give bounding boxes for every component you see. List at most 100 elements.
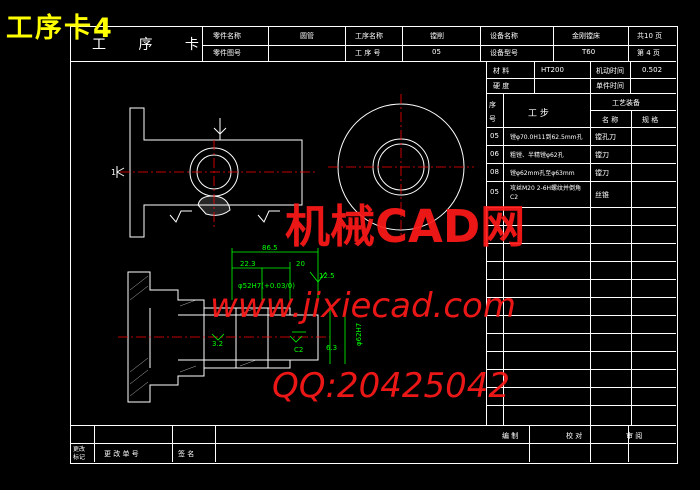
footer-col [215,425,216,462]
step-row-line [486,181,676,182]
material-col-a [534,61,535,93]
step-no: 06 [490,150,499,158]
steps-name-col: 名 称 [602,116,619,124]
dimension-lines [211,248,346,364]
step-row-line [486,261,676,262]
material-col-b [590,61,591,93]
equipment-model-label: 设备型号 [490,49,518,57]
review-label: 审 阅 [626,432,643,440]
step-row-line [486,145,676,146]
end-view-centerlines [328,94,474,240]
step-tool: 丝锥 [595,191,609,199]
footer-col [590,425,591,462]
side-view [129,107,303,238]
step-row-line [486,333,676,334]
card-title: 工 序 卡 [92,37,213,53]
watermark-url: www.jixiecad.com [210,286,516,326]
step-tool: 镗刀 [595,151,609,159]
header-col-3 [345,26,346,61]
footer-col [529,425,530,462]
equipment-model-value: T60 [582,48,596,56]
step-row-line [486,405,676,406]
check-label: 校 对 [566,432,583,440]
header-bottom-line [70,61,676,62]
steps-header-bottom [486,127,676,128]
step-row-line [486,315,676,316]
section-view [127,271,319,403]
step-no: 08 [490,168,499,176]
section-hatching [129,275,257,397]
dimension-texts: 86.5 22.3 20 φ52H7(+0.03/0) 6.3 3.2 12.5… [212,244,363,354]
header-col-7 [628,26,629,61]
step-desc: 镗φ70.0H11到62.5mm孔 [510,134,583,141]
material-col-c [630,61,631,93]
part-no-label: 零件图号 [213,49,241,57]
step-desc: 攻丝M20 2-6H螺纹并倒角C2 [510,185,582,201]
step-row-line [486,163,676,164]
steps-spec-col: 规 格 [642,116,659,124]
dim-text: 3.2 [212,340,223,348]
compile-label: 编 制 [502,432,519,440]
step-row-line [486,297,676,298]
footer-top-line [70,425,676,426]
step-tool: 镗刀 [595,169,609,177]
dim-text: 12.5 [319,272,335,280]
side-view-centerlines [120,140,315,230]
footer-col [628,425,629,462]
equipment-name-label: 设备名称 [490,32,518,40]
dim-text: φ52H7(+0.03/0) [238,282,295,290]
dim-text: 22.3 [240,260,256,268]
steps-step-header: 工 步 [528,109,549,119]
datum-mark: 1 [111,168,116,177]
overlay-title: 工序卡4 [6,13,114,44]
step-desc: 粗镗、半精镗φ62孔 [510,152,564,159]
steps-col-tool [590,93,591,425]
process-name-value: 镗削 [430,32,444,40]
piece-time-label: 单件时间 [596,82,624,90]
header-col-2 [268,26,269,61]
process-no-value: 05 [432,48,441,56]
dim-text: 20 [296,260,305,268]
header-col-4 [402,26,403,61]
steps-no-header: 序号 [489,101,496,123]
change-mark-label: 更改 标记 [73,446,86,461]
part-name-label: 零件名称 [213,32,241,40]
machine-time-value: 0.502 [642,66,663,74]
hardness-label: 硬 度 [493,82,510,90]
dim-text: 86.5 [262,244,278,252]
drawing-frame [70,26,678,464]
step-row-line [486,243,676,244]
header-col-6 [553,26,554,61]
process-name-label: 工序名称 [355,32,383,40]
step-no: 05 [490,188,499,196]
footer-col [172,425,173,462]
step-row-line [486,369,676,370]
steps-subheader-line [590,110,676,111]
process-no-label: 工 序 号 [355,49,381,57]
steps-equipment-header: 工艺装备 [612,99,640,107]
material-value: HT200 [541,66,564,74]
steps-col-spec [631,110,632,425]
step-row-line [486,207,676,208]
material-row-line [486,78,676,79]
sign-label: 签 名 [178,450,195,458]
header-col-5 [480,26,481,61]
dim-text: 6.3 [326,344,337,352]
part-name-value: 圆管 [300,32,314,40]
hardness-row-line [486,93,676,94]
header-row-line [202,45,676,46]
step-row-line [486,279,676,280]
equipment-name-value: 金刚镗床 [572,32,600,40]
header-col-1 [202,26,203,61]
dim-text: φ62H7 [355,323,363,346]
watermark-qq: QQ:20425042 [272,366,511,406]
change-doc-label: 更 改 单 号 [104,450,139,458]
page-number: 第 4 页 [637,49,660,57]
steps-col-no [503,93,504,425]
machine-time-label: 机动时间 [596,67,624,75]
step-no: 05 [490,132,499,140]
step-row-line [486,225,676,226]
side-view-marks [116,118,280,223]
step-row-line [486,387,676,388]
